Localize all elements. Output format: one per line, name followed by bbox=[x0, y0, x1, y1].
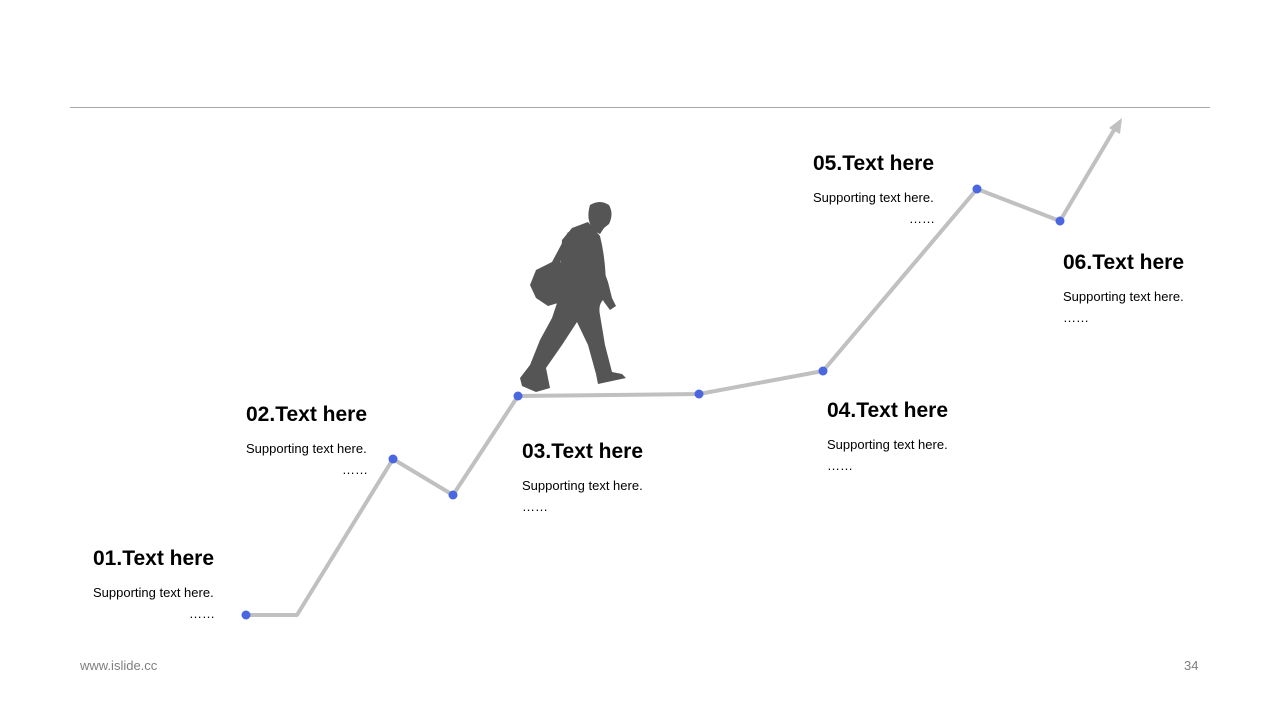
header-divider bbox=[70, 107, 1210, 108]
step-supporting-text: Supporting text here. bbox=[93, 585, 214, 600]
step-6-text: 06.Text here Supporting text here. …… bbox=[1063, 251, 1193, 325]
step-3-text: 03.Text here Supporting text here. …… bbox=[522, 440, 652, 514]
step-supporting-text: Supporting text here. bbox=[827, 437, 948, 452]
step-ellipsis: …… bbox=[909, 211, 935, 226]
step-title: 02.Text here bbox=[246, 403, 368, 426]
step-dot bbox=[513, 391, 523, 401]
arrow-head-icon bbox=[1109, 118, 1122, 134]
step-1-text: 01.Text here Supporting text here. …… bbox=[93, 547, 223, 621]
step-2-text: 02.Text here Supporting text here. …… bbox=[246, 403, 376, 477]
step-supporting-text: Supporting text here. bbox=[1063, 289, 1184, 304]
step-ellipsis: …… bbox=[189, 606, 215, 621]
step-5-text: 05.Text here Supporting text here. …… bbox=[813, 152, 943, 226]
step-dot bbox=[694, 389, 704, 399]
step-ellipsis: …… bbox=[342, 462, 368, 477]
step-4-text: 04.Text here Supporting text here. …… bbox=[827, 399, 957, 473]
step-title: 06.Text here bbox=[1063, 251, 1185, 274]
step-dot bbox=[1055, 216, 1065, 226]
step-dot bbox=[388, 454, 398, 464]
step-title: 04.Text here bbox=[827, 399, 949, 422]
step-ellipsis: …… bbox=[1063, 310, 1089, 325]
step-title: 05.Text here bbox=[813, 152, 935, 175]
page-number: 34 bbox=[1184, 658, 1199, 673]
step-supporting-text: Supporting text here. bbox=[246, 441, 367, 456]
step-supporting-text: Supporting text here. bbox=[813, 190, 934, 205]
step-dot bbox=[818, 366, 828, 376]
step-ellipsis: …… bbox=[827, 458, 853, 473]
step-title: 01.Text here bbox=[93, 547, 215, 570]
growth-path-line bbox=[246, 123, 1119, 617]
step-supporting-text: Supporting text here. bbox=[522, 478, 643, 493]
step-dot bbox=[972, 184, 982, 194]
step-dot bbox=[241, 610, 251, 620]
step-dot bbox=[448, 490, 458, 500]
footer-website: www.islide.cc bbox=[80, 658, 158, 673]
walking-businessman-icon bbox=[520, 202, 626, 392]
step-ellipsis: …… bbox=[522, 499, 548, 514]
step-title: 03.Text here bbox=[522, 440, 644, 463]
